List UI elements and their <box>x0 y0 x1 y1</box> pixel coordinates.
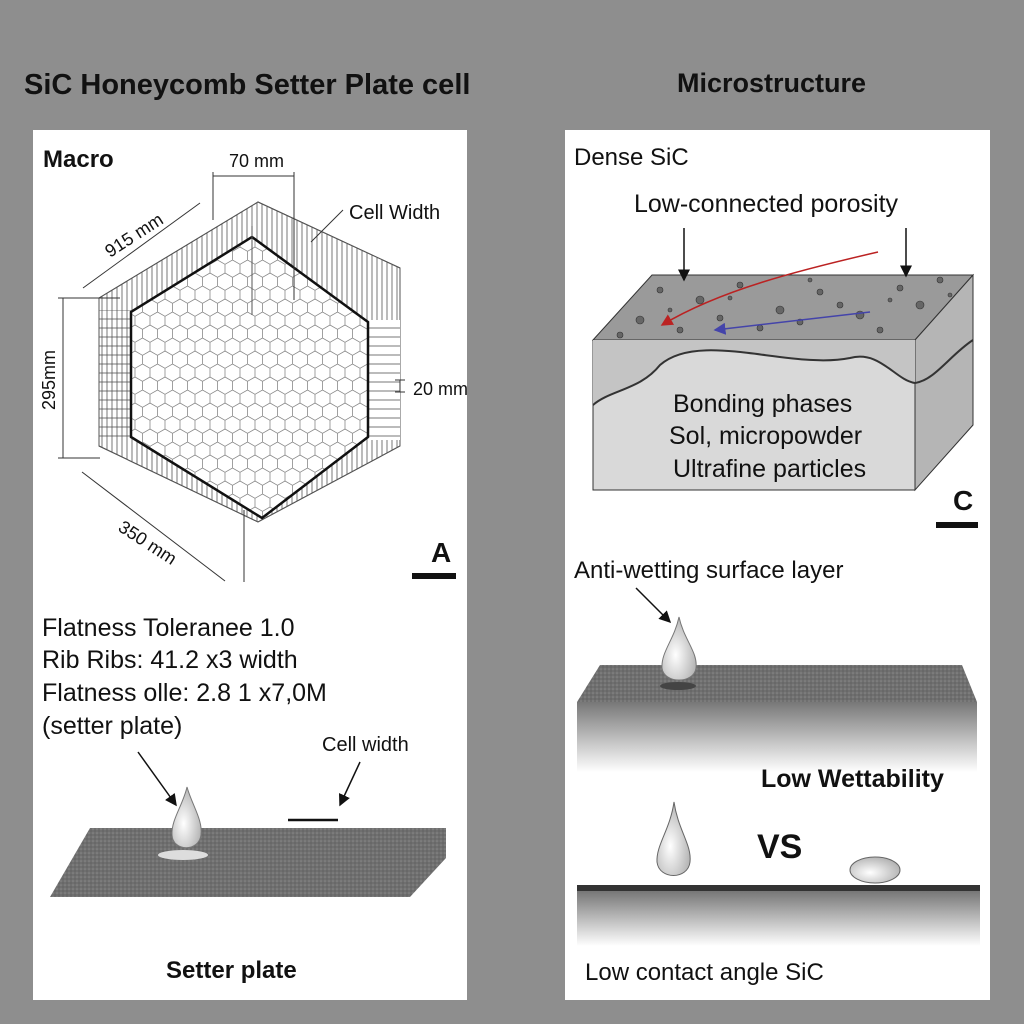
dimension-lines <box>58 172 405 582</box>
panel-letter-c: C <box>953 485 973 516</box>
anti-wetting-label: Anti-wetting surface layer <box>574 557 843 584</box>
low-contact-angle-caption: Low contact angle SiC <box>585 959 824 986</box>
substrate-body <box>577 891 980 946</box>
droplet-icon <box>661 616 697 681</box>
spec-line: (setter plate) <box>42 712 182 740</box>
droplet-high-angle-icon <box>656 801 691 876</box>
layer-arrow <box>635 587 672 624</box>
spec-line: Flatness olle: 2.8 1 x7,0M <box>42 679 327 707</box>
bonding-text: Bonding phases Sol, micropowder Ultrafin… <box>669 390 866 483</box>
honeycomb-hexagon <box>98 201 401 523</box>
dim-20mm: 20 mm <box>413 379 468 399</box>
dim-70mm: 70 mm <box>229 151 284 171</box>
right-title: Microstructure <box>677 68 866 98</box>
setter-caption: Setter plate <box>166 957 297 984</box>
droplet-low-angle-icon <box>849 856 901 884</box>
spec-line: Flatness Toleranee 1.0 <box>42 614 294 642</box>
setter-cell-width: Cell width <box>322 734 409 756</box>
scale-bar-c <box>936 522 978 528</box>
setter-plate <box>50 828 446 897</box>
drop-shadow <box>158 850 208 860</box>
left-title: SiC Honeycomb Setter Plate cell <box>24 69 470 101</box>
spec-line: Rib Ribs: 41.2 x3 width <box>42 646 298 674</box>
panel-letter-a: A <box>431 537 451 568</box>
low-wettability-label: Low Wettability <box>761 765 944 793</box>
scale-bar-a <box>412 573 456 579</box>
dense-sic-label: Dense SiC <box>574 144 689 171</box>
micro-line: Bonding phases <box>673 390 852 418</box>
drop-arrow <box>137 751 177 807</box>
cell-width-arrow <box>338 761 361 807</box>
microstructure-block <box>591 228 975 492</box>
vs-label: VS <box>757 828 802 866</box>
micro-line: Ultrafine particles <box>673 455 866 483</box>
droplet-icon <box>171 786 202 849</box>
specs-list: Flatness Toleranee 1.0 Rib Ribs: 41.2 x3… <box>42 614 327 740</box>
macro-label: Macro <box>43 146 114 173</box>
anti-wetting-surface <box>577 665 977 702</box>
drop-shadow <box>660 682 696 690</box>
porosity-label: Low-connected porosity <box>634 190 899 218</box>
micro-line: Sol, micropowder <box>669 422 862 450</box>
surface-body <box>577 702 977 772</box>
substrate-line <box>577 885 980 891</box>
dim-295mm: 295mm <box>39 350 59 410</box>
cell-width-label: Cell Width <box>349 202 440 224</box>
